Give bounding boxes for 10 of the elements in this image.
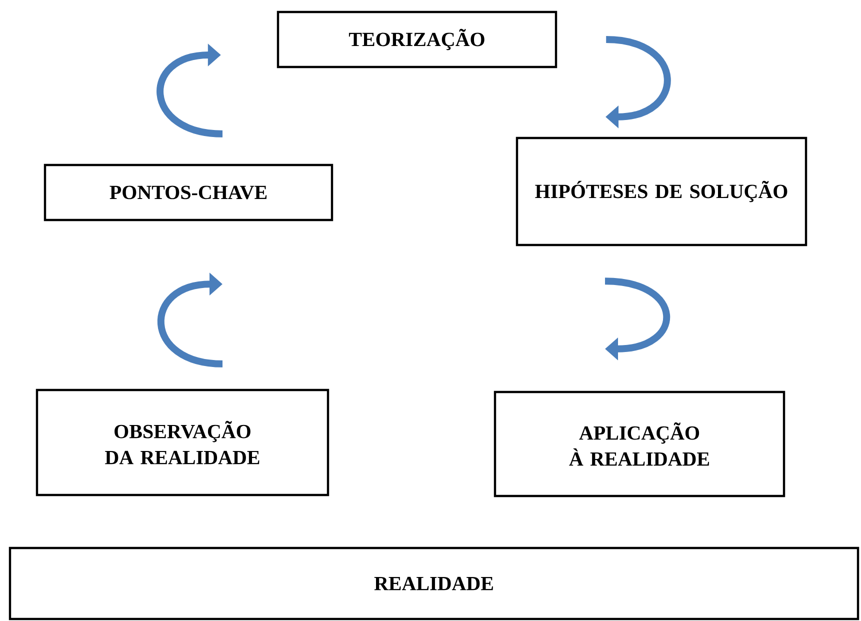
process-box: PONTOS-CHAVE (44, 164, 334, 222)
process-box: REALIDADE (8, 546, 860, 620)
curved-arrow (606, 36, 671, 128)
curved-arrow (158, 272, 223, 368)
curved-arrow (156, 44, 223, 138)
process-box: HIPÓTESES DE SOLUÇÃO (516, 136, 808, 246)
process-box: TEORIZAÇÃO (276, 10, 558, 68)
curved-arrow (604, 278, 670, 360)
process-box: OBSERVAÇÃO DA REALIDADE (36, 388, 330, 496)
process-box: APLICAÇÃO À REALIDADE (494, 390, 786, 498)
